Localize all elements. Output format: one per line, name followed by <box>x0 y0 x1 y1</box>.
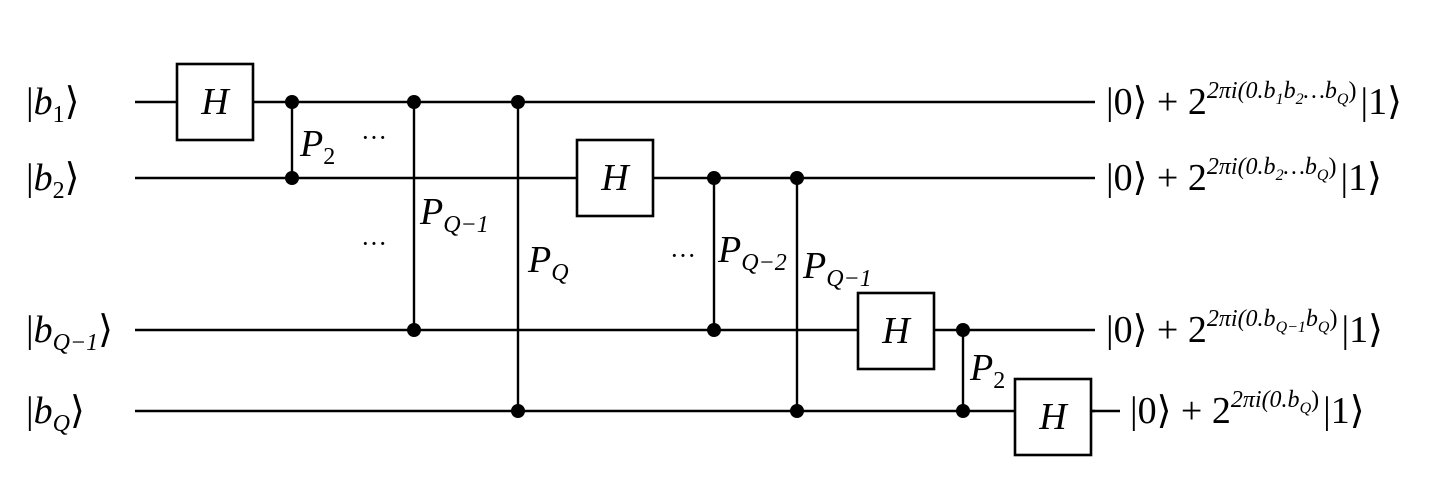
ellipsis-middle-left: ··· <box>361 229 387 258</box>
control-dot <box>511 404 525 418</box>
control-dot <box>707 323 721 337</box>
phase-label-pq-minus-1-second: PQ−1 <box>802 245 872 292</box>
control-dot <box>285 171 299 185</box>
hadamard-gate-bq-minus-1: H <box>856 291 936 371</box>
control-dot <box>956 404 970 418</box>
svg-text:H: H <box>600 157 631 199</box>
hadamard-gate-b2: H <box>575 138 655 218</box>
control-dot <box>511 95 525 109</box>
output-state-b1: |0⟩ + 22πi(0.b1b2…bQ)|1⟩ <box>1106 78 1402 123</box>
control-dot <box>956 323 970 337</box>
phase-label-p2-bottom: P2 <box>969 347 1005 394</box>
svg-text:H: H <box>881 310 912 352</box>
phase-label-pq-minus-2: PQ−2 <box>717 229 787 276</box>
input-ket-bq: |bQ⟩ <box>26 390 85 437</box>
output-state-bq-minus-1: |0⟩ + 22πi(0.bQ−1bQ)|1⟩ <box>1106 306 1383 351</box>
hadamard-gate-bq: H <box>1013 377 1093 457</box>
control-dot <box>407 323 421 337</box>
input-ket-bq-minus-1: |bQ−1⟩ <box>26 309 113 356</box>
ellipsis-middle-right: ··· <box>670 241 696 270</box>
control-dot <box>790 171 804 185</box>
phase-label-pq-minus-1-top: PQ−1 <box>419 191 489 238</box>
svg-text:H: H <box>1038 396 1069 438</box>
phase-label-pq: PQ <box>527 239 569 286</box>
phase-label-p2-top: P2 <box>299 123 335 170</box>
input-ket-b2: |b2⟩ <box>26 157 79 204</box>
output-state-b2: |0⟩ + 22πi(0.b2…bQ)|1⟩ <box>1106 154 1382 199</box>
hadamard-gate-b1: H <box>175 62 255 142</box>
control-dot <box>790 404 804 418</box>
control-dot <box>707 171 721 185</box>
svg-text:H: H <box>200 81 231 123</box>
input-ket-b1: |b1⟩ <box>26 81 79 128</box>
ellipsis-upper: ··· <box>361 123 387 152</box>
output-state-bq: |0⟩ + 22πi(0.bQ)|1⟩ <box>1130 387 1365 432</box>
control-dot <box>407 95 421 109</box>
control-dot <box>285 95 299 109</box>
